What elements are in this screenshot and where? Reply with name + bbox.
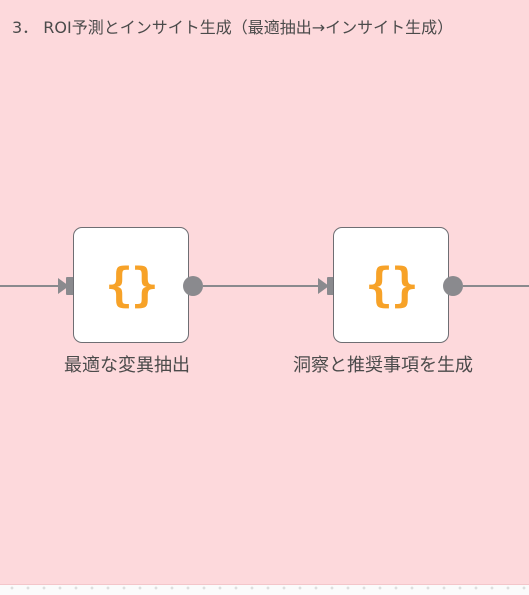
outgoing-connection-line[interactable] [463,285,529,287]
incoming-connection-line[interactable] [0,285,58,287]
connection-line[interactable] [203,285,318,287]
group-title: 3． ROI予測とインサイト生成（最適抽出→インサイト生成） [12,18,454,37]
node-2-input-port[interactable] [327,277,336,295]
node-generate-insights[interactable]: {} [333,227,449,343]
incoming-arrow-icon [58,278,69,294]
connection-arrow-icon [318,278,329,294]
node-label: 洞察と推奨事項を生成 [293,355,473,376]
node-1-output-port[interactable] [183,276,203,296]
node-2-output-port[interactable] [443,276,463,296]
node-extract-optimal-variables[interactable]: {} [73,227,189,343]
node-1-input-port[interactable] [66,277,75,295]
curly-braces-icon: {} [365,258,418,312]
curly-braces-icon: {} [105,258,158,312]
node-label: 最適な変異抽出 [64,355,190,376]
